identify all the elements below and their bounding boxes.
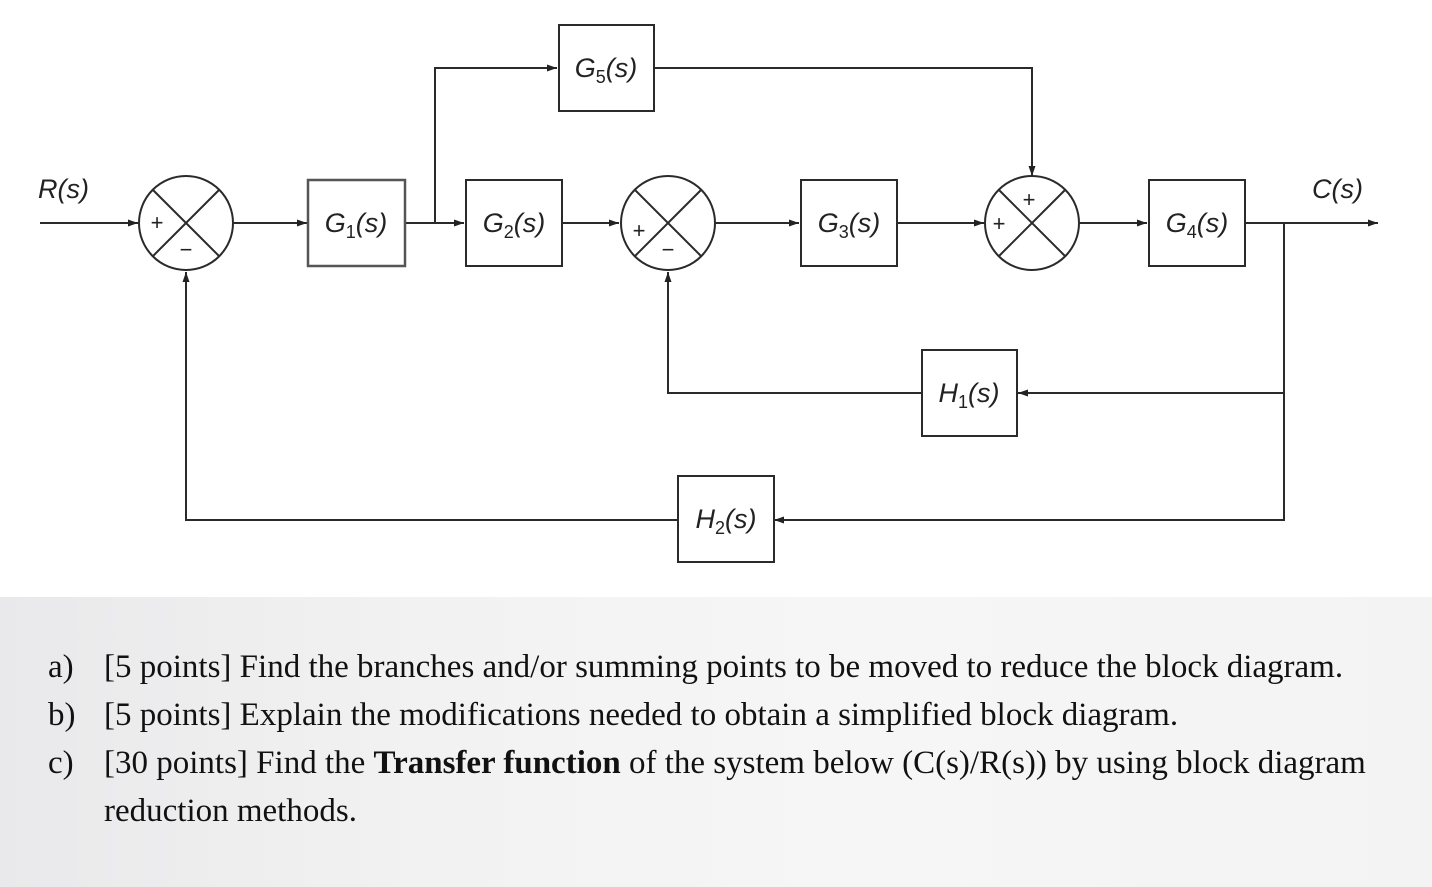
block-g2 — [465, 179, 563, 267]
block-g3 — [800, 179, 898, 267]
question-text: Find the branches and/or summing points … — [239, 649, 1344, 685]
question-a: a) [5 points] Find the branches and/or s… — [0, 643, 1432, 691]
signal-c-to-h2 — [774, 393, 1285, 524]
question-c: c) [30 points] Find the Transfer functio… — [0, 739, 1432, 835]
summing-junction-1 — [138, 175, 234, 271]
block-h2 — [677, 475, 775, 563]
s1-minus-sign: − — [180, 237, 193, 262]
signal-h1-to-s2 — [664, 272, 922, 394]
s2-plus-sign: + — [633, 218, 646, 243]
block-h2-label: H2(s) — [696, 504, 757, 538]
block-g2-label: G2(s) — [483, 208, 546, 242]
s1-plus-sign: + — [151, 210, 164, 235]
questions-panel: a) [5 points] Find the branches and/or s… — [0, 597, 1432, 887]
question-b: b) [5 points] Explain the modifications … — [0, 691, 1432, 739]
block-g4 — [1148, 179, 1246, 267]
signal-branch-to-g5 — [434, 64, 557, 223]
block-g4-label: G4(s) — [1166, 208, 1229, 242]
block-g5 — [558, 24, 655, 112]
question-text: Find the — [256, 745, 374, 781]
block-g1 — [306, 178, 407, 268]
signal-g5-to-s3 — [654, 67, 1036, 176]
summing-junction-3 — [984, 175, 1080, 271]
block-g5-label: G5(s) — [575, 53, 638, 87]
output-label: C(s) — [1312, 174, 1363, 204]
block-g3-label: G3(s) — [818, 208, 881, 242]
block-diagram: + − + − + + G1(s) G2(s) G3(s) G4(s) G5(s… — [38, 24, 1378, 563]
s2-minus-sign: − — [662, 237, 675, 262]
signal-h2-to-s1 — [182, 272, 678, 521]
question-text-end: of the system below (C(s)/R(s)) by using… — [104, 745, 1366, 829]
block-h1-label: H1(s) — [939, 378, 1000, 412]
s3-plus-sign-left: + — [993, 211, 1006, 236]
question-points: [30 points] — [104, 745, 248, 781]
question-points: [5 points] — [104, 697, 232, 733]
input-label: R(s) — [38, 174, 89, 204]
s3-plus-sign-top: + — [1023, 187, 1036, 212]
summing-junction-2 — [620, 175, 716, 271]
block-h1 — [921, 349, 1018, 437]
question-marker: a) — [48, 649, 74, 685]
question-bold-term: Transfer function — [373, 745, 621, 781]
question-marker: c) — [48, 745, 74, 781]
question-text: Explain the modifications needed to obta… — [239, 697, 1179, 733]
question-points: [5 points] — [104, 649, 232, 685]
block-g1-label: G1(s) — [325, 208, 388, 242]
question-marker: b) — [48, 697, 76, 733]
